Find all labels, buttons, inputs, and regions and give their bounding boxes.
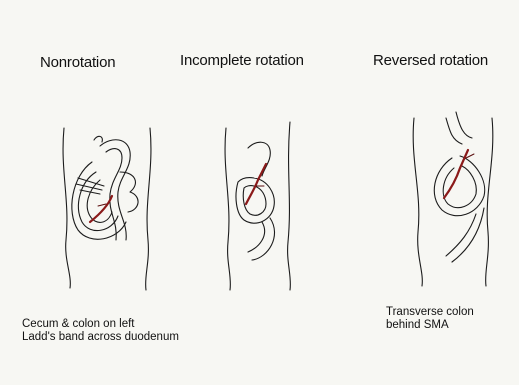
colon-outer <box>434 156 484 216</box>
drawing-incomplete-rotation <box>225 122 290 290</box>
body-outline-left <box>225 128 230 290</box>
ileum-loop-1 <box>446 214 476 256</box>
ileum-loop-1 <box>248 222 265 252</box>
caption-line: behind SMA <box>386 319 474 332</box>
stomach-curve-1 <box>446 118 462 144</box>
sma-branch <box>466 154 474 158</box>
ladds-band-2 <box>76 184 102 190</box>
colon-inner <box>443 166 476 208</box>
body-outline-left <box>413 118 422 286</box>
caption-nonrotation: Cecum & colon on left Ladd's band across… <box>22 318 179 344</box>
drawing-nonrotation <box>63 128 151 290</box>
caption-line: Cecum & colon on left <box>22 318 179 331</box>
caption-reversed-rotation: Transverse colon behind SMA <box>386 306 474 332</box>
caption-line: Ladd's band across duodenum <box>22 331 179 344</box>
stomach-hook <box>94 136 102 142</box>
stomach-curve-2 <box>456 112 472 138</box>
sma-vessel <box>444 150 468 198</box>
body-outline-right <box>486 118 493 286</box>
body-outline-left <box>63 128 70 288</box>
caption-line: Transverse colon <box>386 306 474 319</box>
sma-branch <box>98 204 106 206</box>
sma-vessel <box>246 164 266 204</box>
duodenum <box>248 142 270 176</box>
drawing-reversed-rotation <box>413 112 493 286</box>
body-outline-right <box>288 122 291 290</box>
duodenum-inner <box>106 149 122 240</box>
body-outline-right <box>146 128 151 290</box>
